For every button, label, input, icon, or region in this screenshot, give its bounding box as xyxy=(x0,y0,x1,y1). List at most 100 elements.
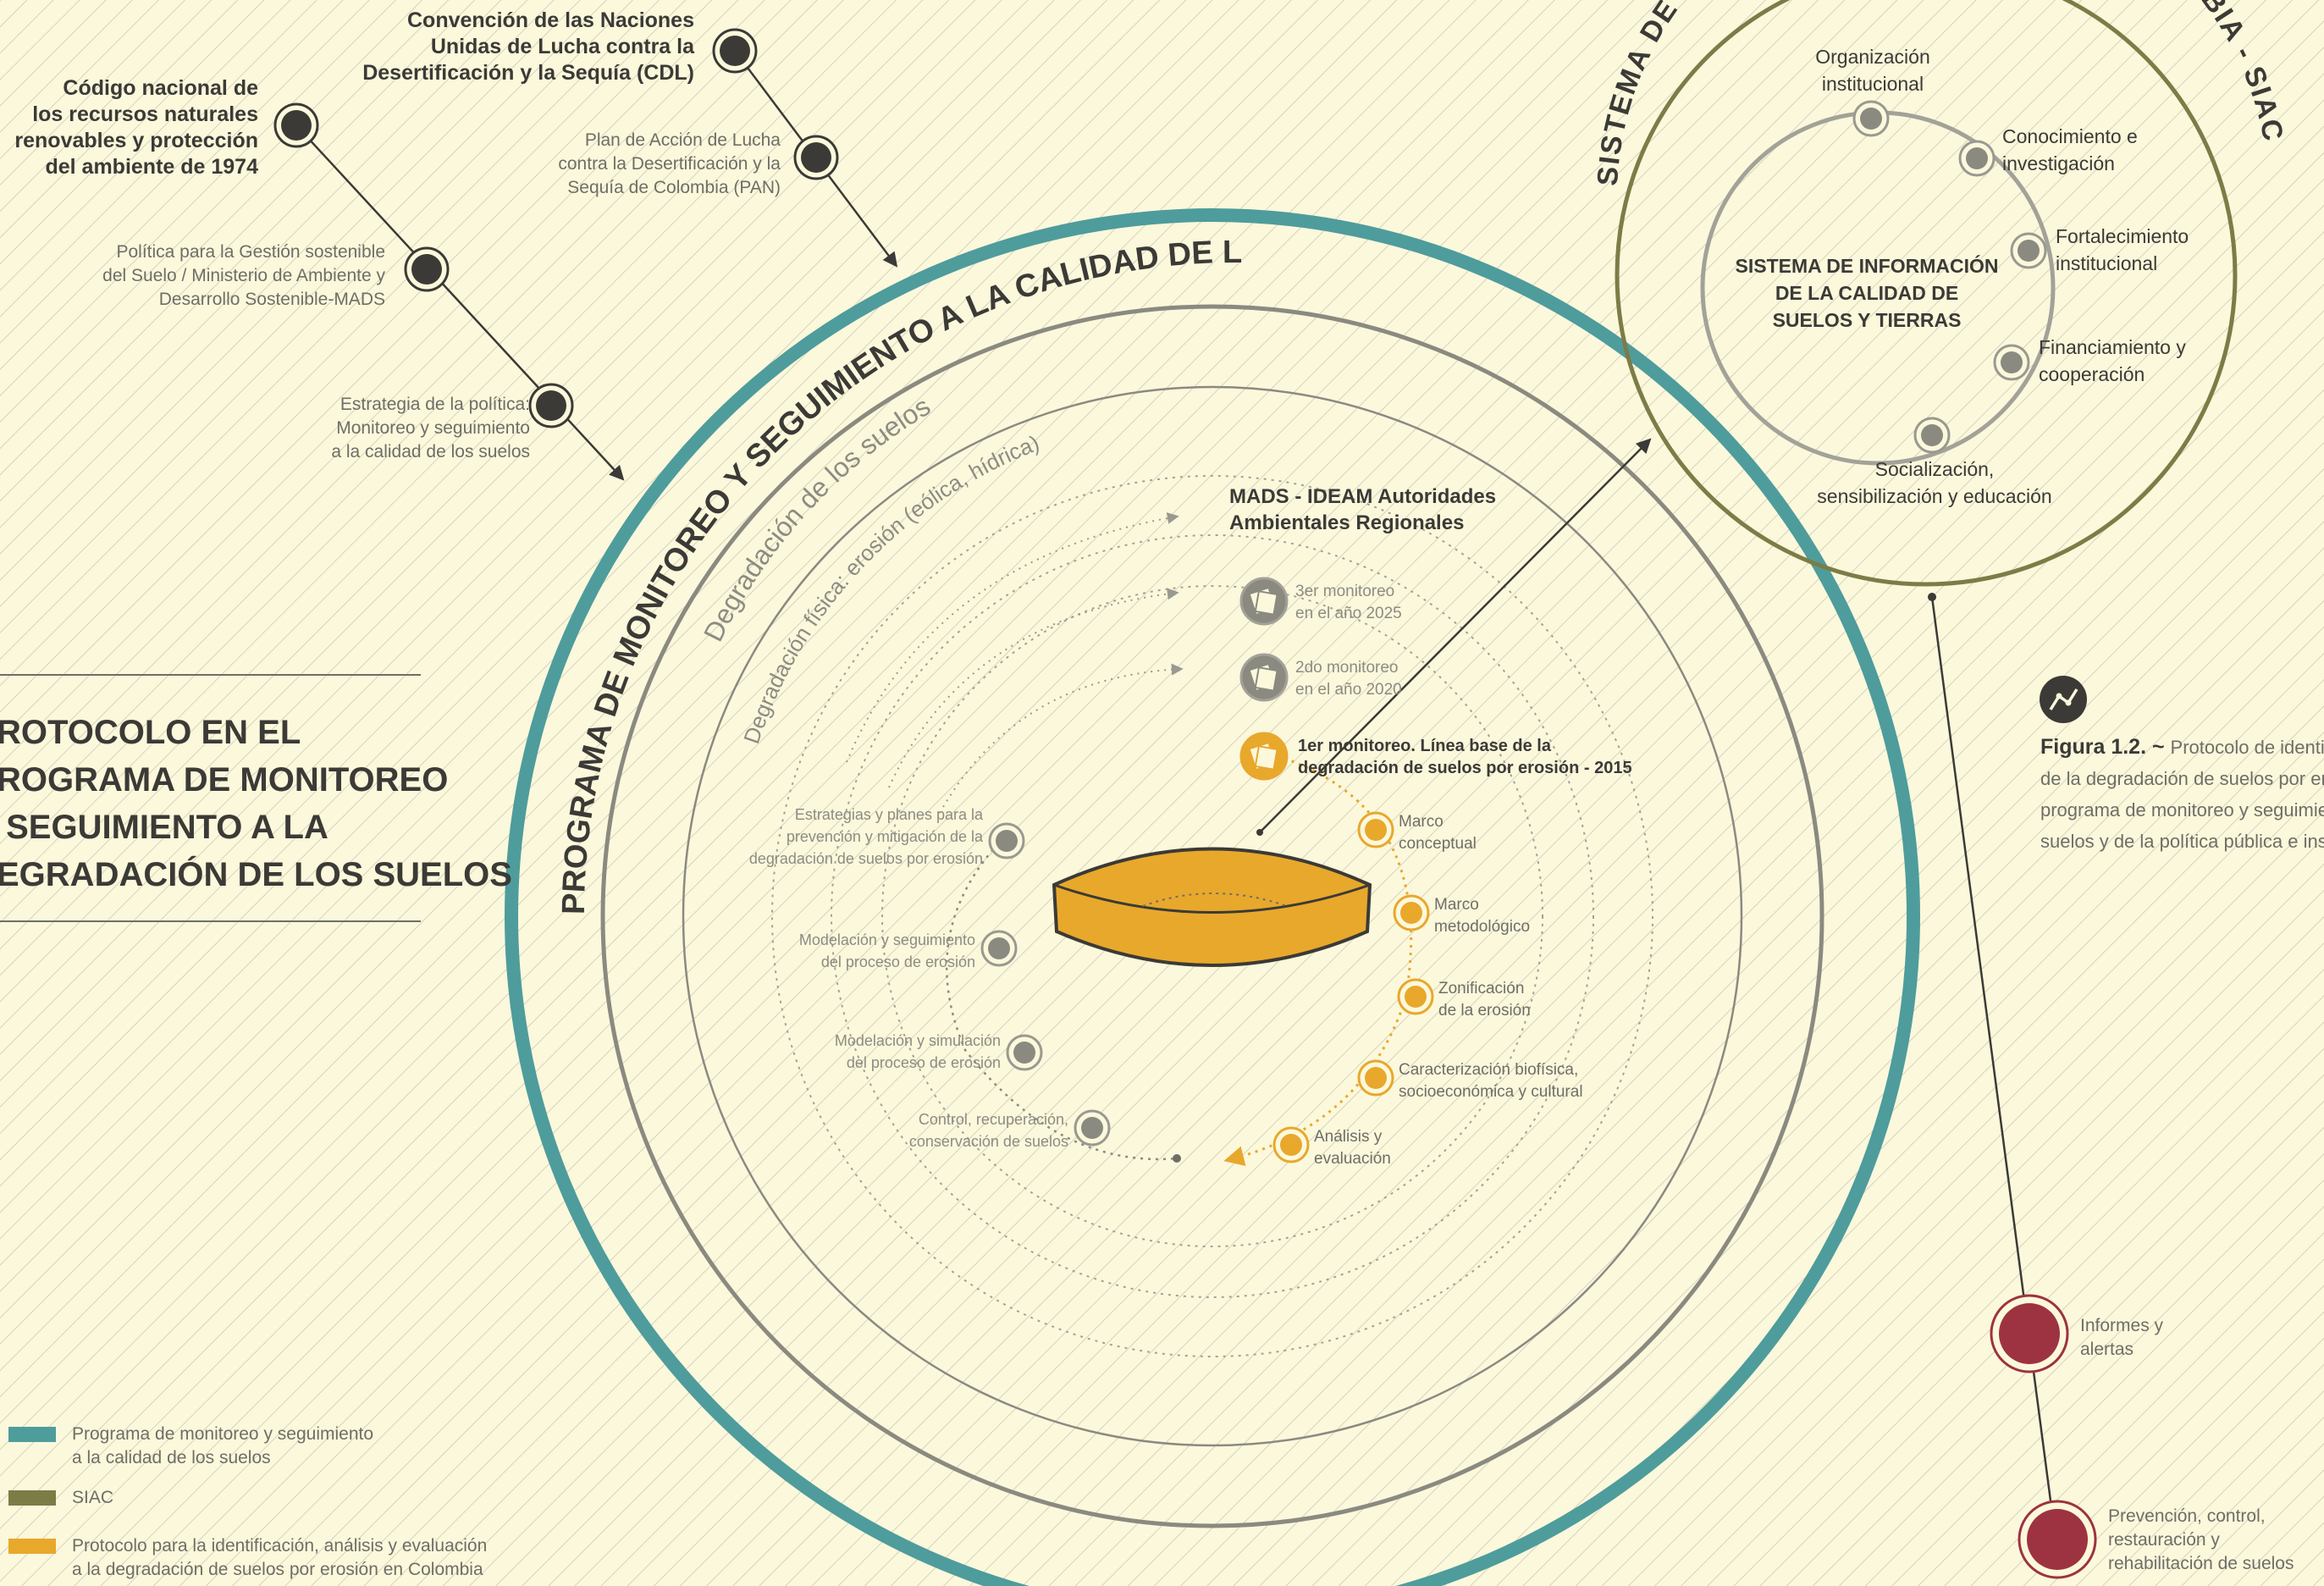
policy-node-pan xyxy=(801,142,831,173)
central-lens xyxy=(1052,847,1372,967)
output-label-line: Informes y xyxy=(2080,1316,2164,1335)
policy-label-estrategia: Estrategia de la política: Monitoreo y se… xyxy=(331,395,530,461)
book-icon-cover xyxy=(1254,666,1278,692)
programa-ring xyxy=(505,208,1920,1586)
policy-label-estrategia-line: a la calidad de los suelos xyxy=(331,442,530,461)
book-icon xyxy=(1250,743,1278,771)
protocol-step-node xyxy=(1280,1134,1302,1156)
policy-label-estrategia-line: Estrategia de la política: xyxy=(340,395,530,414)
policy-node-cdl xyxy=(720,36,750,66)
siac-node-label: Socialización,sensibilización y educació… xyxy=(1817,458,2051,507)
legend-label-line: Protocolo para la identificación, anális… xyxy=(72,1536,487,1556)
degradacion-ring xyxy=(600,304,1824,1528)
output-label-line: rehabilitación de suelos xyxy=(2108,1554,2294,1573)
output-label-line: alertas xyxy=(2080,1340,2134,1359)
siac-node-label-line: cooperación xyxy=(2039,363,2145,385)
policy-label-cdl-line: Convención de las Naciones xyxy=(407,8,694,32)
protocol-step-label-line: conceptual xyxy=(1399,835,1477,853)
output-label: Informes y alertas xyxy=(2080,1316,2164,1359)
protocol-step-label-line: Marco xyxy=(1434,896,1479,914)
middle-dotted-ring xyxy=(831,534,1594,1298)
siac-center-line: SISTEMA DE INFORMACIÓN xyxy=(1736,254,1999,277)
figure-caption-line: suelos y de la política pública e instit… xyxy=(2040,831,2324,852)
outer-dotted-ring xyxy=(771,475,1653,1357)
siac-connector xyxy=(1259,438,1652,833)
legend-swatch xyxy=(8,1490,56,1506)
protocol-step-label-line: socioeconómica y cultural xyxy=(1399,1083,1583,1101)
page-title-line: ROTOCOLO EN EL xyxy=(0,714,301,751)
legend-swatch xyxy=(8,1427,56,1442)
program-step-label-line: del proceso de erosión xyxy=(821,953,975,970)
siac-node-label-line: Conocimiento e xyxy=(2002,125,2138,147)
policy-label-ley-line: Código nacional de xyxy=(63,76,258,100)
siac-node xyxy=(1966,147,1988,169)
program-step-node xyxy=(988,937,1010,959)
book-icon xyxy=(1250,665,1278,692)
figure-label: Figura 1.2. ~ xyxy=(2040,735,2171,759)
lens-rim xyxy=(1053,883,1371,914)
policy-label-gestion-line: del Suelo / Ministerio de Ambiente y xyxy=(102,266,385,285)
policy-label-cdl-line: Unidas de Lucha contra la xyxy=(431,35,695,58)
program-rings xyxy=(505,208,1920,1586)
legend-swatch xyxy=(8,1539,56,1554)
protocol-step-node xyxy=(1365,819,1387,841)
legend-label-line: SIAC xyxy=(72,1488,113,1507)
protocol-step-label-line: evaluación xyxy=(1314,1150,1391,1168)
legend-label-line: Programa de monitoreo y seguimiento xyxy=(72,1424,373,1444)
figure-caption-line: programa de monitoreo y seguimiento xyxy=(2040,799,2324,821)
connector-origin-dot xyxy=(1256,829,1263,836)
siac-node-label-line: institucional xyxy=(1822,73,1924,95)
siac-node-label-line: sensibilización y educación xyxy=(1817,485,2051,507)
protocol-step-label-line: Marco xyxy=(1399,813,1444,831)
chart-line-icon xyxy=(2040,676,2087,723)
program-step-label-line: Modelación y seguimiento xyxy=(799,931,975,948)
program-step-label-line: del proceso de erosión xyxy=(847,1054,1001,1071)
siac-node-label: Organización institucional xyxy=(1815,46,1930,95)
spiral-arrows xyxy=(846,512,1184,814)
policy-label-gestion-line: Desarrollo Sostenible-MADS xyxy=(159,290,385,309)
book-icon-cover xyxy=(1254,745,1278,771)
legend: Programa de monitoreo y seguimiento a la … xyxy=(8,1424,487,1579)
protocol-step-label-line: metodológico xyxy=(1434,918,1530,936)
book-icon-cover xyxy=(1254,590,1278,616)
policy-label-ley-line: los recursos naturales xyxy=(32,102,258,126)
program-step-node xyxy=(1013,1042,1035,1064)
page-title-line: EGRADACIÓN DE LOS SUELOS xyxy=(0,854,512,893)
protocol-step-node xyxy=(1365,1067,1387,1089)
program-step-label: Control, recuperación,conservación de su… xyxy=(909,1111,1068,1150)
siac-node-label-line: institucional xyxy=(2056,252,2157,274)
outputs-connector-dot xyxy=(1928,593,1936,601)
legend-label-line: a la calidad de los suelos xyxy=(72,1448,271,1467)
lens-body xyxy=(1052,847,1372,967)
monitoring-label-line: 3er monitoreo xyxy=(1295,583,1394,600)
siac-node-label-line: Organización xyxy=(1815,46,1930,68)
spiral-arrow-inner xyxy=(939,663,1184,814)
page-title-line: ROGRAMA DE MONITOREO xyxy=(0,761,448,799)
policy-label-estrategia-line: Monitoreo y seguimiento xyxy=(336,418,530,438)
chart-icon-point xyxy=(2056,693,2062,699)
siac-node-label-line: Fortalecimiento xyxy=(2056,225,2189,247)
output-node xyxy=(1999,1303,2060,1364)
policy-label-gestion-line: Política para la Gestión sostenible xyxy=(116,242,385,262)
monitoring-label-line: 2do monitoreo xyxy=(1295,659,1398,677)
